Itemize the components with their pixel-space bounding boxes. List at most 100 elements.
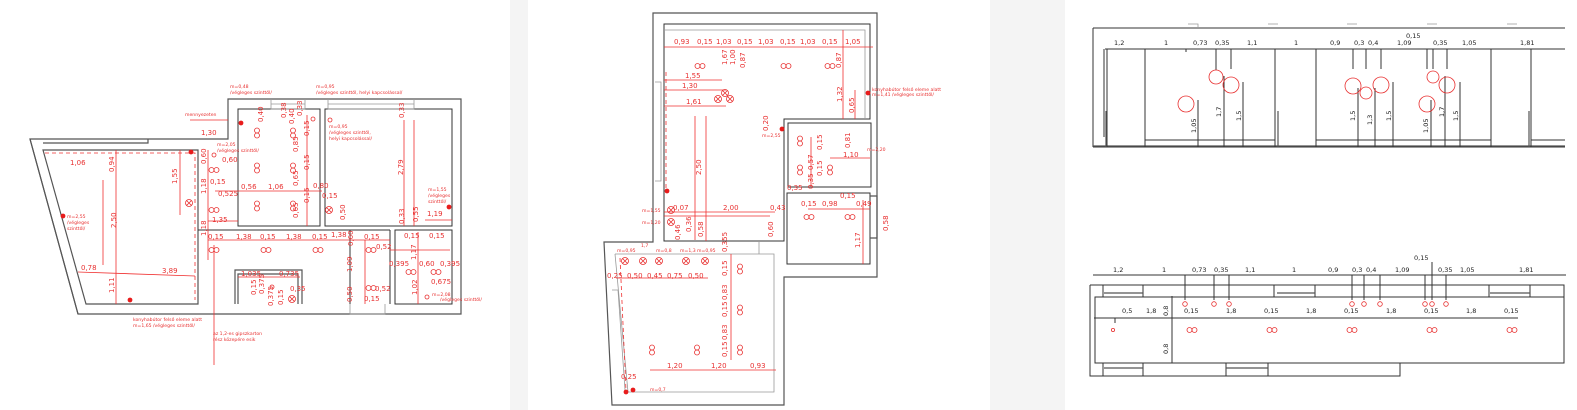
socket-height-marker-icon — [1344, 77, 1362, 95]
dimension-label: 0,98 — [822, 200, 838, 208]
floorplan-2-dimension-lines — [616, 30, 873, 391]
ceiling-light-icon — [714, 95, 722, 103]
ceiling-light-icon — [639, 257, 647, 265]
dimension-label: 0,15 — [322, 192, 338, 200]
dimension-label: 1,11 — [108, 277, 116, 293]
dimension-label: 2,79 — [397, 159, 405, 175]
dimension-label: 0,87 — [835, 52, 843, 68]
ceiling-light-icon — [325, 206, 333, 214]
dimension-label: 0,735 — [279, 270, 299, 278]
elevation-dimension-label: 1,1 — [1247, 39, 1257, 47]
double-socket-icon — [1351, 327, 1358, 333]
annotation-note: m=1,55 — [642, 208, 661, 214]
dimension-label: 1,18 — [200, 220, 208, 236]
dimension-label: 1,06 — [268, 183, 284, 191]
socket-height-marker-icon — [1426, 70, 1440, 84]
switch-icon — [327, 117, 333, 123]
annotation-note: /végleges — [67, 219, 90, 226]
outlet-point-icon — [664, 188, 670, 194]
elevation-dimension-label: 0,35 — [1433, 39, 1447, 47]
dimension-label: 0,33 — [296, 100, 304, 116]
outlet-point-icon — [127, 297, 133, 303]
dimension-label: 0,58 — [882, 215, 890, 231]
ceiling-light-icon — [726, 95, 734, 103]
dimension-label: 0,60 — [200, 148, 208, 164]
dimension-label: 1,05 — [845, 38, 861, 46]
dimension-label: 0,15 — [250, 279, 258, 295]
dimension-label: 0,15 — [816, 160, 824, 176]
dimension-label: 0,15 — [277, 289, 285, 305]
socket-icon — [1226, 301, 1232, 307]
plan-dimension-label: 1,1 — [1245, 266, 1255, 274]
dimension-label: 0,15 — [208, 233, 224, 241]
plan-dimension-label: 0,8 — [1162, 306, 1170, 316]
double-socket-icon — [737, 349, 743, 356]
double-socket-icon — [410, 269, 417, 275]
dimension-label: 1,30 — [201, 129, 217, 137]
plan-dimension-label: 0,15 — [1424, 307, 1438, 315]
double-socket-icon — [829, 63, 836, 69]
dimension-label: 0,15 — [429, 232, 445, 240]
dimension-label: 0,83 — [721, 324, 729, 340]
annotation-note: m=0,95 — [617, 248, 636, 254]
double-socket-icon — [265, 247, 272, 253]
dimension-label: 0,355 — [721, 232, 729, 252]
dimension-label: 1,17 — [410, 244, 418, 260]
annotation-note: szinttől/ — [67, 226, 86, 232]
elevation-dimension-label: 1,5 — [1385, 111, 1393, 121]
light-cross-icon — [702, 258, 708, 264]
annotation-note: m=2,05 — [217, 142, 236, 148]
dimension-label: 0,50 — [339, 204, 347, 220]
dimension-label: 0,45 — [647, 272, 663, 280]
dimension-label: 0,50 — [627, 272, 643, 280]
dimension-label: 0,85 — [292, 136, 300, 152]
annotation-note: m=0,95 — [697, 248, 716, 254]
dimension-label: 0,55 — [412, 206, 420, 222]
dimension-label: 0,40 — [288, 108, 296, 124]
elevation-dimension-label: 1,05 — [1190, 119, 1198, 133]
elevation-dimension-label: 0,15 — [1406, 32, 1420, 40]
double-socket-icon — [370, 285, 377, 291]
annotation-note: m=2,08 — [432, 292, 451, 298]
dimension-label: 0,60 — [767, 221, 775, 237]
dimension-label: 1,03 — [758, 38, 774, 46]
annotation-note: m=0,48 — [230, 84, 249, 90]
dimension-label: 0,83 — [721, 284, 729, 300]
plan-dimension-label: 0,5 — [1122, 307, 1132, 315]
double-socket-icon — [254, 167, 260, 174]
dimension-label: 0,15 — [303, 154, 311, 170]
dimension-label: 1,35 — [212, 216, 228, 224]
plan-dimension-label: 0,35 — [1214, 266, 1228, 274]
dimension-label: 1,38 — [286, 233, 302, 241]
plan-dimension-label: 0,35 — [1438, 266, 1452, 274]
ceiling-light-icon — [185, 199, 193, 207]
socket-icon — [1349, 301, 1355, 307]
dimension-label: 1,035 — [241, 270, 261, 278]
dimension-label: 0,52 — [375, 285, 391, 293]
annotation-note: m=2,55 — [762, 133, 781, 139]
plan-dimension-label: 0,3 — [1352, 266, 1362, 274]
dimension-label: 1,10 — [843, 151, 859, 159]
elevation-dimension-label: 1,5 — [1452, 111, 1460, 121]
ceiling-light-icon — [655, 257, 663, 265]
plan-dimension-label: 1,05 — [1460, 266, 1474, 274]
outlet-point-icon — [865, 90, 871, 96]
light-cross-icon — [640, 258, 646, 264]
dimension-label: 0,60 — [347, 230, 355, 246]
floorplan-1-walls — [29, 98, 462, 315]
dimension-label: 2,50 — [695, 159, 703, 175]
double-socket-icon — [213, 247, 220, 253]
dimension-label: 0,25 — [621, 373, 637, 381]
annotation-note: m=0,7 — [650, 387, 666, 393]
outlet-point-icon — [630, 387, 636, 393]
dimension-label: 0,395 — [440, 260, 460, 268]
floorplan-2-walls — [603, 12, 878, 406]
elevation-dimension-label: 1 — [1164, 39, 1168, 47]
plan-dimension-label: 1,81 — [1519, 266, 1533, 274]
annotation-note: /végleges szinttől, helyi kapcsolással/ — [316, 89, 403, 96]
dimension-label: 0,15 — [721, 341, 729, 357]
light-cross-icon — [727, 96, 733, 102]
socket-height-marker-icon — [1222, 76, 1240, 94]
ceiling-light-icon — [288, 295, 296, 303]
